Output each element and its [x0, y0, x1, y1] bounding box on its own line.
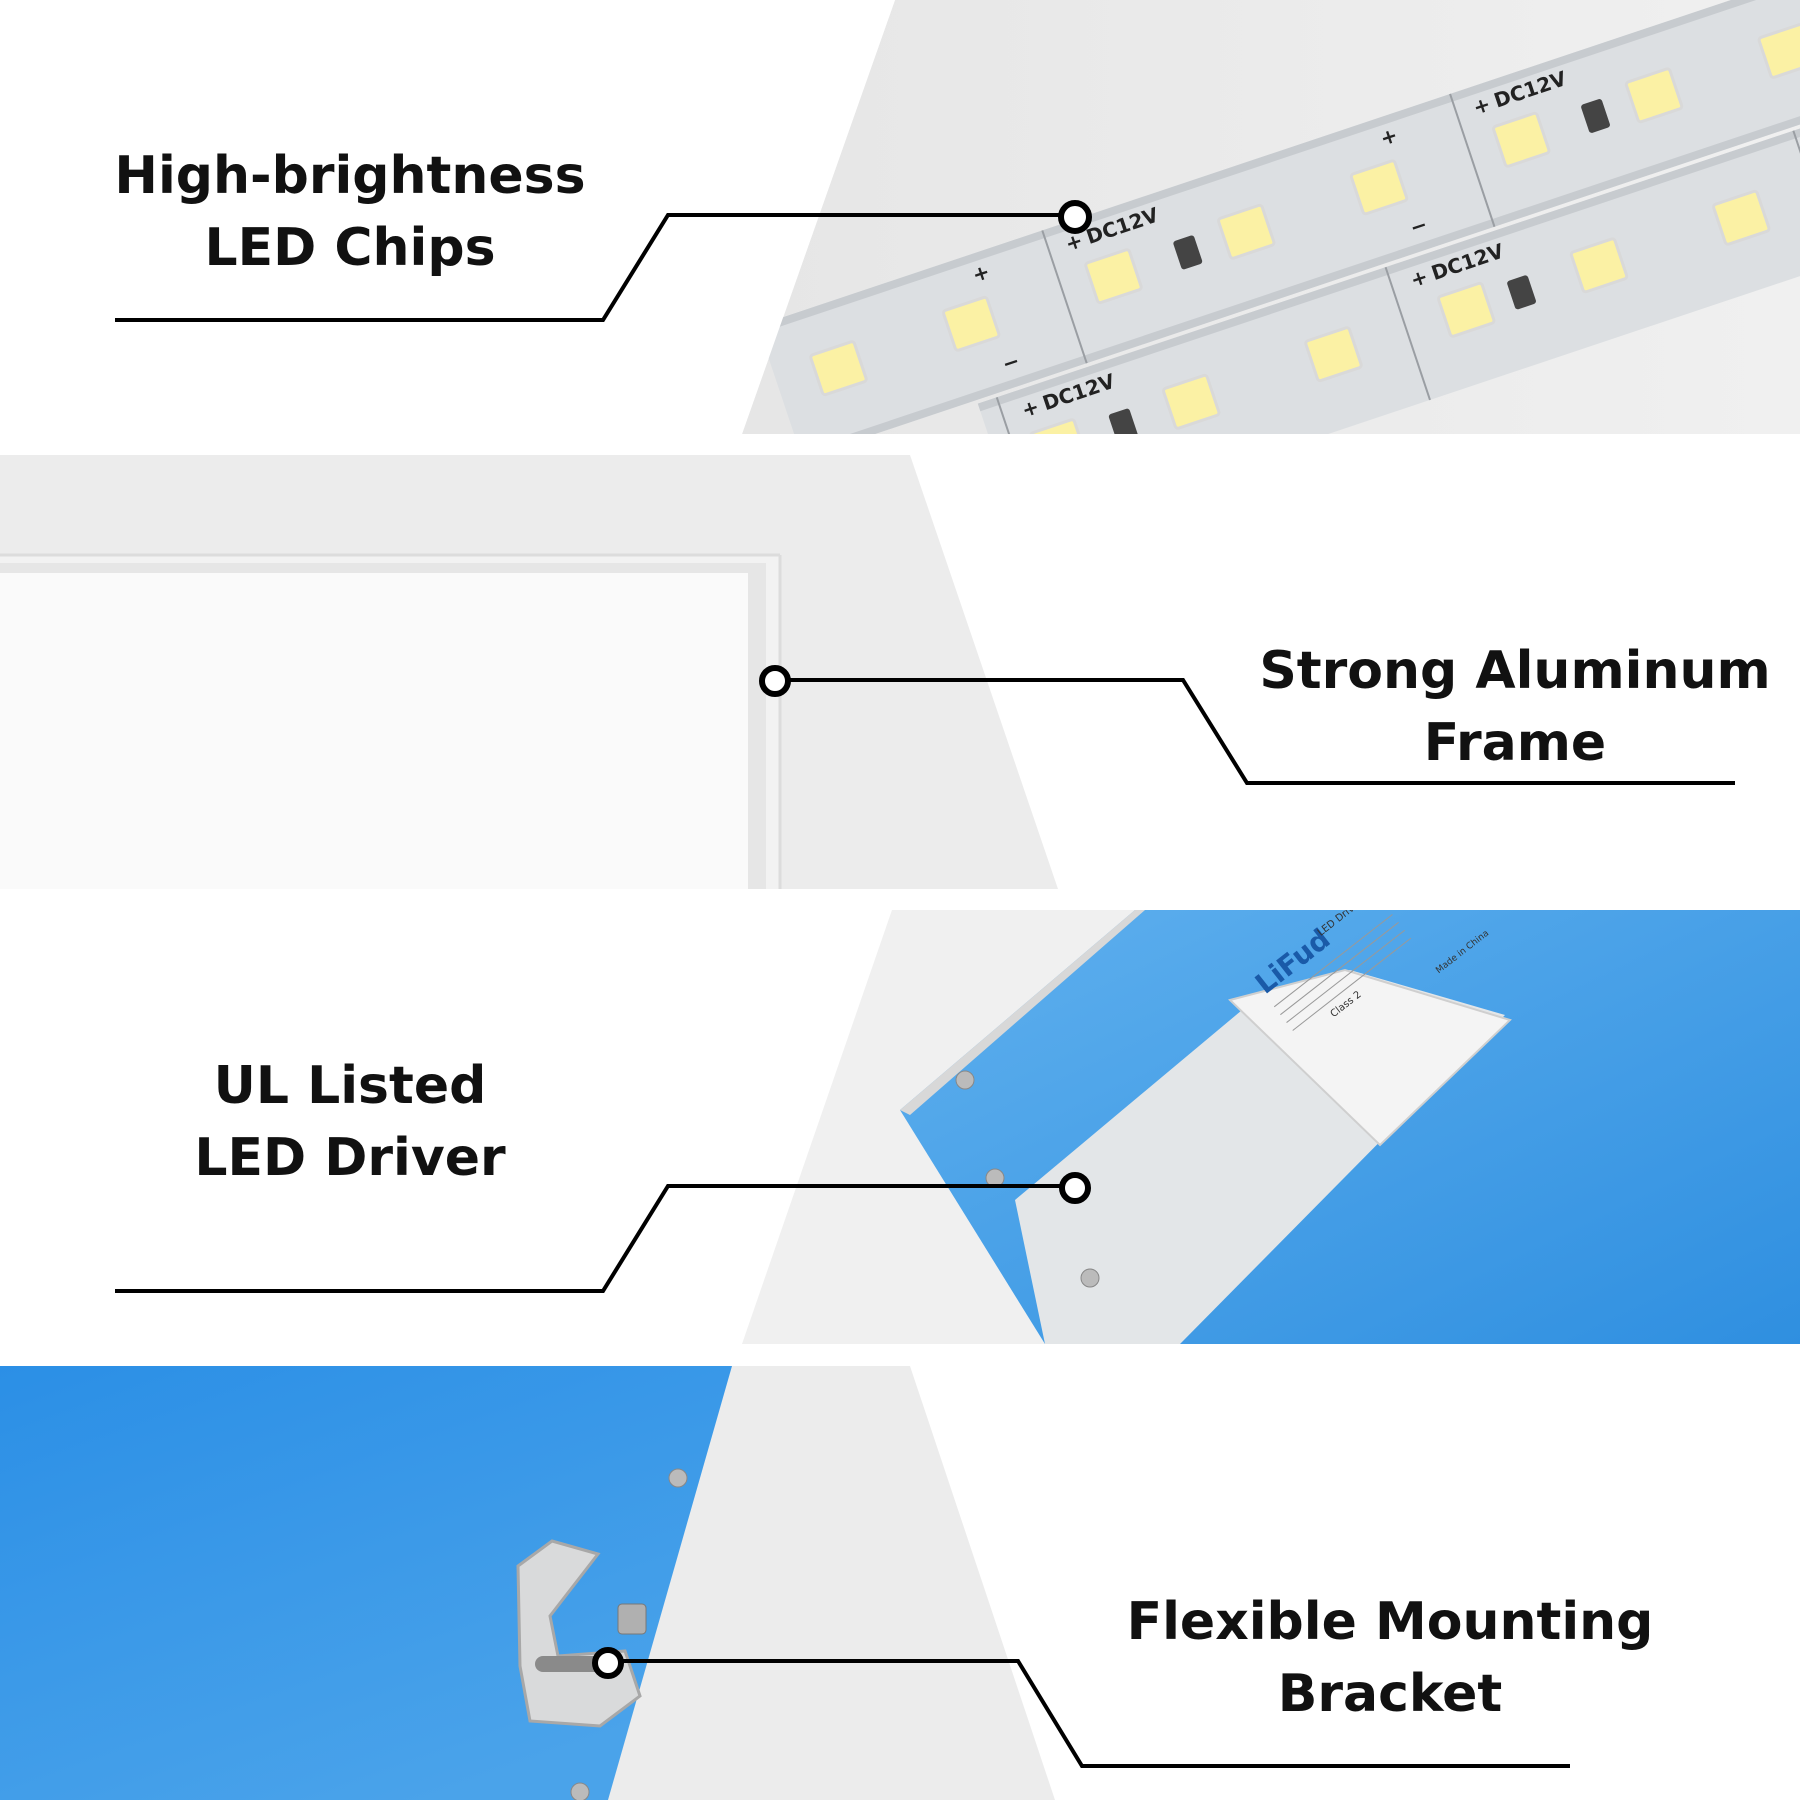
svg-text:+: +	[1407, 264, 1431, 292]
feature-label-mounting-bracket: Flexible Mounting Bracket	[1126, 1592, 1654, 1724]
screw-icon	[668, 1468, 688, 1488]
led-driver-panel: LiFud LED Driver Class 2 Made in China U…	[0, 910, 1800, 1344]
aluminum-frame-panel: Strong Aluminum Frame	[0, 455, 1800, 889]
led-strip-2: +DC12V +DC12V	[977, 86, 1800, 434]
screw-icon	[955, 1070, 975, 1090]
screw-icon	[1080, 1268, 1100, 1288]
led-chips-panel: +DC12V +DC12V + − + −	[0, 0, 1800, 434]
feature-label-led-chips: High-brightness LED Chips	[114, 146, 586, 278]
bracket-photo	[0, 1366, 1055, 1800]
feature-label-led-driver: UL Listed LED Driver	[194, 1056, 506, 1188]
svg-text:+: +	[1019, 394, 1043, 422]
svg-text:−: −	[1407, 212, 1431, 240]
screw-icon	[570, 1782, 590, 1800]
screw-icon	[985, 1168, 1005, 1188]
mounting-bracket-panel: Flexible Mounting Bracket	[0, 1366, 1800, 1800]
svg-text:−: −	[999, 348, 1023, 376]
feature-label-aluminum-frame: Strong Aluminum Frame	[1259, 641, 1771, 773]
svg-text:+: +	[1377, 123, 1401, 151]
svg-text:+: +	[1470, 91, 1494, 119]
driver-photo: LiFud LED Driver Class 2 Made in China	[742, 910, 1800, 1344]
